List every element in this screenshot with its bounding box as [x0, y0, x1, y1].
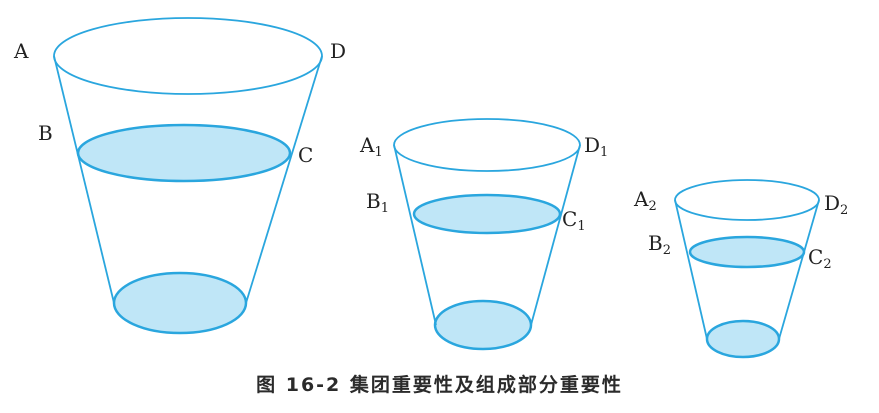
large-cup-rim: [53, 17, 323, 95]
label-B2: B2: [648, 231, 671, 258]
medium-cup-base-fill: [433, 299, 533, 351]
large-cup-left-wall: [53, 55, 115, 304]
label-B: B: [38, 121, 53, 145]
small-cup-right-wall: [778, 199, 820, 340]
small-cup-base-fill: [705, 319, 781, 359]
medium-cup-left-wall: [393, 144, 437, 326]
large-cup: [53, 17, 323, 335]
small-cup-left-wall: [674, 199, 708, 340]
large-cup-base-fill: [112, 271, 248, 335]
label-A: A: [13, 39, 29, 63]
label-C2: C2: [808, 245, 832, 272]
cups-diagram: A D B C A1 D1 B1 C1 A2 D2 B2 C2: [13, 17, 848, 359]
small-cup-rim: [674, 179, 820, 221]
label-A1: A1: [359, 133, 383, 160]
small-cup: [674, 179, 820, 359]
large-cup-right-wall: [245, 55, 323, 304]
label-D2: D2: [824, 191, 848, 218]
label-B1: B1: [366, 189, 389, 216]
large-cup-water-surface: [76, 123, 292, 183]
label-D1: D1: [584, 133, 608, 160]
label-A2: A2: [633, 187, 657, 214]
medium-cup-water-surface: [412, 193, 562, 235]
medium-cup: [393, 118, 581, 351]
label-C: C: [298, 143, 313, 167]
medium-cup-right-wall: [530, 144, 581, 326]
label-C1: C1: [562, 207, 586, 234]
medium-cup-rim: [393, 118, 581, 172]
small-cup-water-surface: [688, 235, 806, 269]
figure-caption: 图 16-2 集团重要性及组成部分重要性: [256, 374, 623, 396]
label-D: D: [330, 39, 346, 63]
